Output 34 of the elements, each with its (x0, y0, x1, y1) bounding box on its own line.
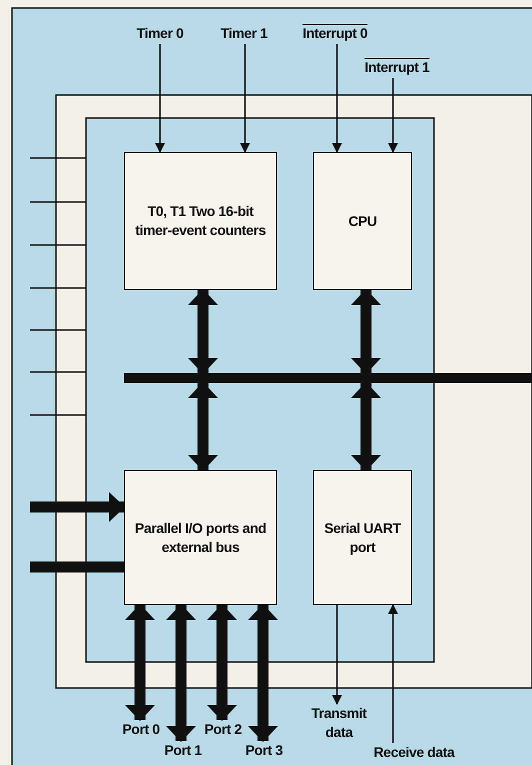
bus-arrow (351, 382, 381, 471)
signal-arrow (388, 604, 398, 743)
block-box (124, 470, 277, 605)
bus-bar (124, 373, 532, 383)
bus-arrow (248, 604, 278, 742)
signal-arrow (388, 78, 398, 153)
bus-arrow (30, 492, 125, 522)
signal-label: Timer 0 (128, 24, 192, 44)
signal-label: Receive data (358, 743, 470, 762)
signal-label: Port 0 (122, 720, 160, 758)
signal-label: Port 2 (204, 720, 242, 758)
bus-arrow (166, 604, 196, 742)
bus-arrow (188, 289, 218, 374)
signal-arrow (332, 44, 342, 153)
bus-arrow (125, 604, 155, 721)
block-label: Serial UART port (323, 518, 402, 556)
signal-arrow (240, 44, 250, 153)
signal-arrow (155, 44, 165, 153)
bus-arrow (207, 604, 237, 721)
signal-label: Interrupt 1 (364, 59, 430, 75)
block-label: T0, T1 Two 16-bit timer-event counters (134, 202, 267, 240)
block-label: Parallel I/O ports and external bus (134, 518, 268, 556)
block-box (313, 470, 412, 605)
signal-arrow (332, 605, 342, 705)
signal-label: Interrupt 0 (302, 25, 368, 41)
signal-label: Transmit data (302, 704, 376, 742)
block-box (124, 152, 277, 290)
signal-label: Port 1 (160, 741, 206, 760)
bus-arrow (188, 382, 218, 471)
block-label: CPU (348, 212, 377, 230)
signal-label: Timer 1 (212, 24, 276, 44)
block-box (313, 152, 412, 290)
bus-arrow (351, 289, 381, 374)
signal-label: Port 3 (240, 741, 288, 760)
